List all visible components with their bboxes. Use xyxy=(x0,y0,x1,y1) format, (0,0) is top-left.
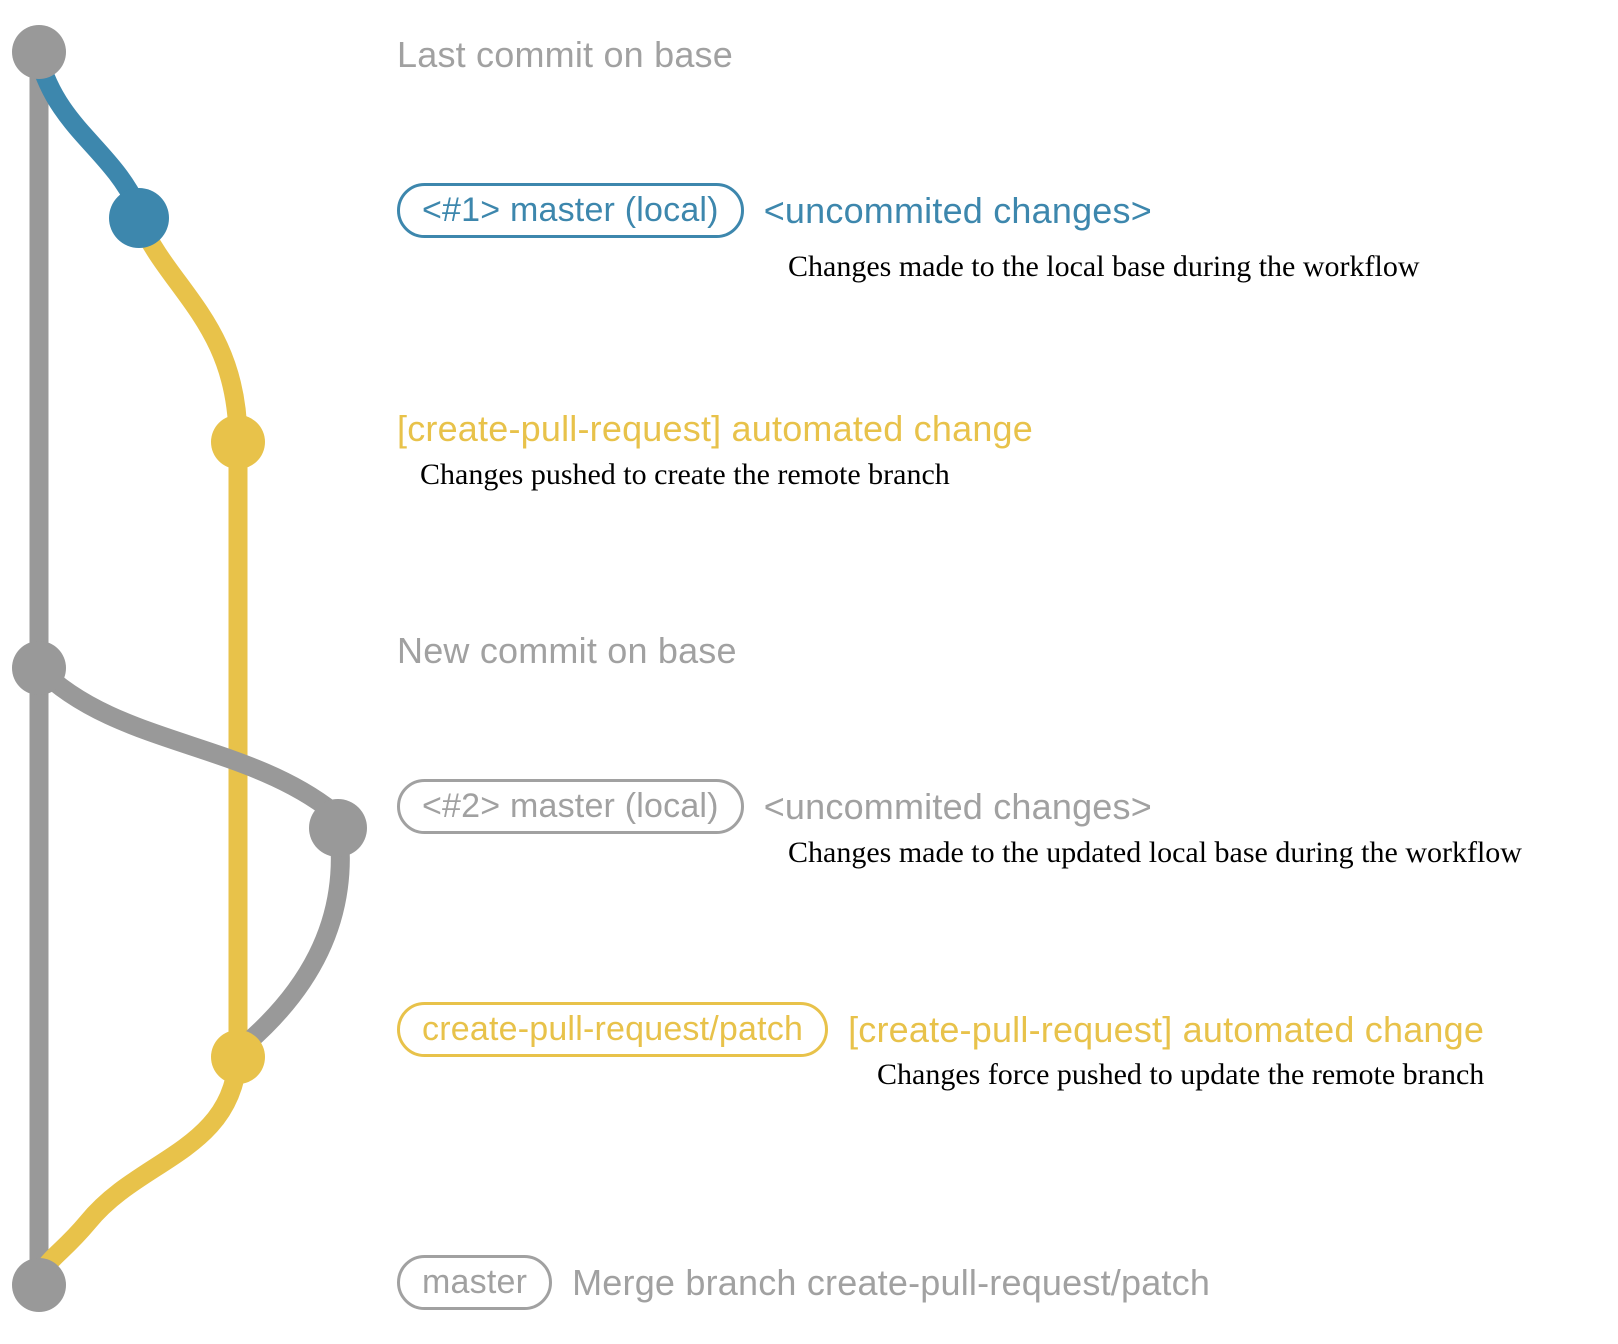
commit-dot-create-pull-request-1 xyxy=(211,415,265,469)
badge-master-local-1: <#1> master (local) xyxy=(397,183,744,238)
commit-dot-local-master-1 xyxy=(109,188,169,248)
commit-dot-base-merge xyxy=(12,1258,66,1312)
desc-local-base-changes: Changes made to the local base during th… xyxy=(788,250,1420,283)
updated-local-branch-line-lower xyxy=(237,823,350,1053)
commit-dot-create-pull-request-2 xyxy=(211,1030,265,1084)
commit-dot-base-new xyxy=(12,641,66,695)
new-commit-label: New commit on base xyxy=(397,630,737,671)
uncommitted-changes-label-2: <uncommited changes> xyxy=(763,785,1152,827)
badge-master: master xyxy=(397,1255,553,1310)
create-pull-request-branch-line xyxy=(130,212,248,1068)
desc-updated-local-base-changes: Changes made to the updated local base d… xyxy=(788,836,1522,869)
last-commit-label: Last commit on base xyxy=(397,34,733,75)
updated-local-branch-line-upper xyxy=(29,658,343,822)
uncommitted-changes-label-1: <uncommited changes> xyxy=(763,189,1152,231)
badge-create-pull-request-patch: create-pull-request/patch xyxy=(397,1002,829,1057)
merge-branch-line xyxy=(30,1048,248,1292)
automated-change-label-2: [create-pull-request] automated change xyxy=(848,1008,1485,1050)
local-master-branch-line xyxy=(29,48,147,216)
badge-master-local-2: <#2> master (local) xyxy=(397,779,744,834)
merge-branch-label: Merge branch create-pull-request/patch xyxy=(572,1261,1211,1303)
commit-dot-local-master-2 xyxy=(309,799,367,857)
commit-dot-base-last xyxy=(12,25,66,79)
desc-force-pushed-remote-branch: Changes force pushed to update the remot… xyxy=(877,1058,1485,1091)
automated-change-label-1: [create-pull-request] automated change xyxy=(397,408,1033,449)
desc-pushed-remote-branch: Changes pushed to create the remote bran… xyxy=(420,458,950,491)
